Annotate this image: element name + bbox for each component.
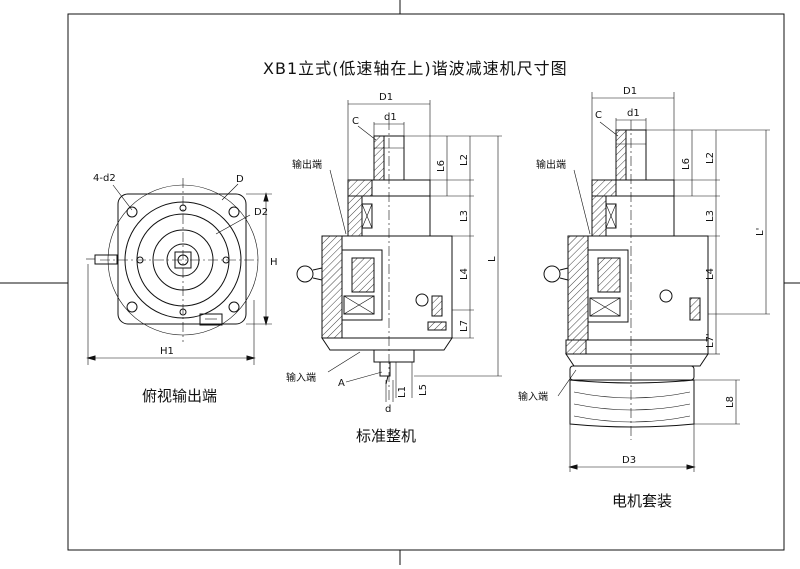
std-l6-label: L6 (436, 160, 447, 172)
top-view (86, 178, 272, 365)
std-l1-label: L1 (397, 386, 408, 398)
top-h-label: H (270, 257, 278, 268)
motor-l4-label: L4 (705, 268, 716, 280)
std-a-label: A (338, 378, 345, 389)
std-output-label: 输出端 (292, 158, 322, 171)
motor-d3-label: D3 (622, 455, 636, 466)
std-c-label: C (352, 116, 359, 127)
motor-d1-inner-label: d1 (627, 108, 640, 119)
top-holes-label: 4-d2 (93, 173, 116, 184)
motor-view (543, 92, 770, 472)
std-input-label: 输入端 (286, 371, 316, 384)
standard-view-caption: 标准整机 (356, 427, 416, 445)
std-l5-label: L5 (418, 384, 429, 396)
motor-lp-label: L' (755, 228, 766, 236)
drawing-title: XB1立式(低速轴在上)谐波减速机尺寸图 (263, 59, 568, 78)
std-d-label: d (385, 404, 391, 415)
std-l3-label: L3 (459, 210, 470, 222)
top-d2-label: D2 (254, 207, 268, 218)
standard-view (296, 100, 502, 402)
motor-c-label: C (595, 110, 602, 121)
motor-input-label: 输入端 (518, 390, 548, 403)
motor-l8-label: L8 (725, 396, 736, 408)
motor-l7p-label: L7' (705, 333, 716, 348)
motor-d1-outer-label: D1 (623, 86, 637, 97)
motor-l3-label: L3 (705, 210, 716, 222)
std-l-label: L (487, 256, 498, 262)
std-d1-inner-label: d1 (384, 112, 397, 123)
std-d1-outer-label: D1 (379, 92, 393, 103)
top-d-label: D (236, 174, 244, 185)
motor-l6-label: L6 (681, 158, 692, 170)
motor-view-caption: 电机套装 (612, 492, 672, 510)
motor-output-label: 输出端 (536, 158, 566, 171)
top-h1-label: H1 (160, 346, 174, 357)
std-l2-label: L2 (459, 154, 470, 166)
std-l4-label: L4 (459, 268, 470, 280)
motor-l2-label: L2 (705, 152, 716, 164)
std-l7-label: L7 (459, 320, 470, 332)
top-view-caption: 俯视输出端 (142, 387, 217, 405)
